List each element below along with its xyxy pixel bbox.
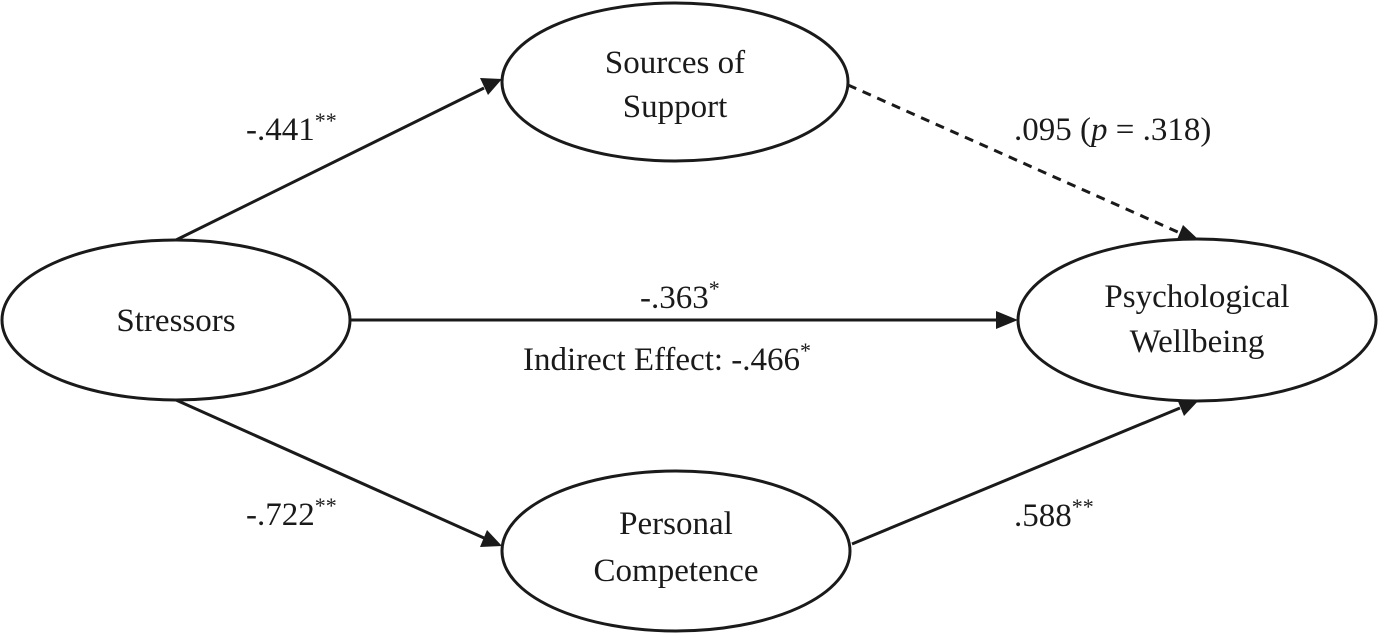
coefficient-competence-to-wellbeing: .588	[1014, 498, 1072, 534]
node-psychological-wellbeing: Psychological Wellbeing	[1016, 237, 1378, 403]
coefficient-stressors-to-competence: -.722	[246, 497, 315, 533]
label-stressors-to-support: -.441**	[246, 108, 337, 148]
coefficient-support-to-wellbeing: .095 (	[1014, 112, 1091, 148]
arrowhead-competence	[480, 530, 502, 547]
edge-support-to-wellbeing	[847, 83, 1181, 235]
p-value-support-to-wellbeing: = .318)	[1108, 112, 1212, 148]
arrowhead-wellbeing-bottom	[1177, 399, 1200, 416]
significance-indirect-effect: *	[800, 338, 811, 363]
label-indirect-effect: Indirect Effect: -.466*	[523, 338, 811, 378]
significance-stressors-to-competence: **	[315, 493, 337, 518]
node-psychological-wellbeing-line2: Wellbeing	[1130, 324, 1265, 360]
node-sources-of-support-line2: Support	[623, 89, 728, 125]
node-sources-of-support-line1: Sources of	[605, 45, 745, 81]
label-competence-to-wellbeing: .588**	[1014, 494, 1094, 534]
node-personal-competence-line1: Personal	[619, 506, 733, 542]
arrowhead-wellbeing-middle	[996, 311, 1018, 329]
node-sources-of-support: Sources of Support	[500, 1, 850, 163]
significance-competence-to-wellbeing: **	[1072, 494, 1094, 519]
node-stressors: Stressors	[0, 238, 352, 402]
node-personal-competence: Personal Competence	[500, 469, 852, 633]
node-stressors-label: Stressors	[116, 303, 235, 339]
significance-stressors-to-wellbeing: *	[709, 276, 720, 301]
edge-stressors-to-support	[175, 86, 485, 242]
coefficient-stressors-to-support: -.441	[246, 112, 315, 148]
arrowhead-support	[480, 78, 502, 95]
label-stressors-to-competence: -.722**	[246, 493, 337, 533]
node-personal-competence-line2: Competence	[594, 553, 759, 589]
edge-stressors-to-competence	[175, 398, 485, 540]
label-support-to-wellbeing: .095 (p = .318)	[1014, 112, 1211, 148]
label-stressors-to-wellbeing: -.363*	[640, 276, 720, 316]
p-symbol-support-to-wellbeing: p	[1089, 112, 1108, 148]
node-psychological-wellbeing-line1: Psychological	[1104, 279, 1289, 315]
significance-stressors-to-support: **	[315, 108, 337, 133]
edge-competence-to-wellbeing	[851, 406, 1181, 546]
indirect-effect-text: Indirect Effect: -.466	[523, 342, 800, 378]
coefficient-stressors-to-wellbeing: -.363	[640, 280, 709, 316]
